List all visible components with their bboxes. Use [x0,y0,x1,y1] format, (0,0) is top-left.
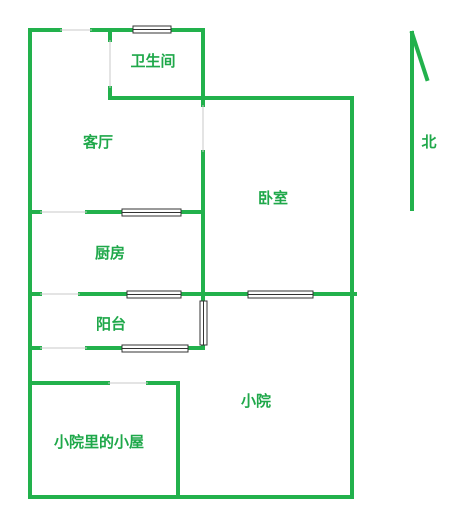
walls [28,28,357,499]
room-label-courtyard: 小院 [241,392,271,410]
room-label-living-room: 客厅 [82,133,113,151]
door-openings [40,29,204,384]
room-label-bedroom: 卧室 [258,189,288,207]
room-labels: 卫生间 客厅 卧室 厨房 阳台 小院 小院里的小屋 [54,52,288,451]
window-balcony-top [126,290,182,299]
window-balcony-side [199,300,208,346]
compass-label: 北 [421,133,436,151]
room-label-bathroom: 卫生间 [130,52,175,70]
room-label-kitchen: 厨房 [95,244,125,262]
room-label-balcony: 阳台 [96,315,126,333]
room-label-courtyard-hut: 小院里的小屋 [54,433,144,451]
north-arrow-icon [409,30,430,211]
windows [121,25,314,353]
window-bathroom [132,25,172,34]
window-bedroom-bottom [247,290,314,299]
window-kitchen [121,208,182,217]
window-balcony-bottom [121,344,189,353]
